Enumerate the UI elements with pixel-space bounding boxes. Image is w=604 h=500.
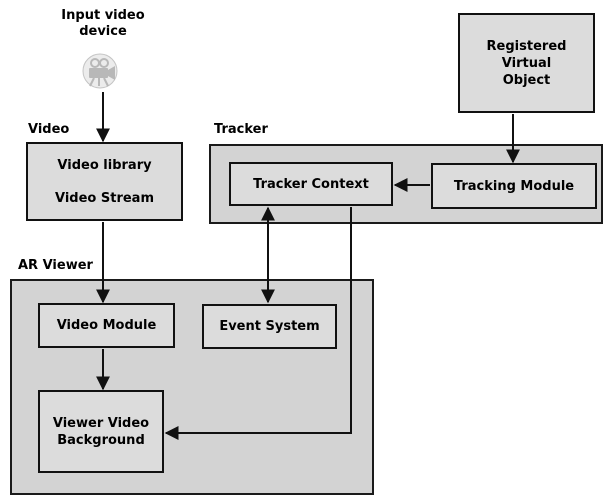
video-library-label: Video library: [57, 157, 152, 173]
video-stream-label: Video Stream: [55, 190, 154, 206]
viewer-bg-line1: Viewer Video: [52, 415, 150, 431]
tracker-group-label: Tracker: [214, 122, 268, 137]
ar-viewer-group-label: AR Viewer: [18, 258, 93, 273]
viewer-bg-line2: Background: [57, 432, 145, 448]
registered-object-line2: Virtual: [501, 55, 552, 71]
video-group-label: Video: [28, 122, 70, 137]
tracking-module-box: Tracking Module: [431, 163, 597, 209]
event-system-label: Event System: [219, 319, 320, 334]
video-module-box: Video Module: [38, 303, 175, 348]
input-device-label-line1: Input video: [61, 8, 145, 23]
input-device-label-line2: device: [79, 24, 127, 39]
tracking-module-label: Tracking Module: [453, 178, 575, 194]
tracker-context-label: Tracker Context: [253, 176, 369, 192]
registered-virtual-object-box: Registered Virtual Object: [458, 13, 595, 113]
video-library-box: Video library Video Stream: [26, 142, 183, 221]
video-camera-icon: [78, 52, 122, 90]
event-system-box: Event System: [202, 304, 337, 349]
tracker-context-box: Tracker Context: [229, 162, 393, 206]
registered-object-line3: Object: [502, 72, 551, 88]
viewer-video-background-box: Viewer Video Background: [38, 390, 164, 473]
video-module-label: Video Module: [56, 318, 157, 333]
input-device-label: Input video device: [48, 8, 158, 40]
registered-object-line1: Registered: [486, 38, 567, 54]
